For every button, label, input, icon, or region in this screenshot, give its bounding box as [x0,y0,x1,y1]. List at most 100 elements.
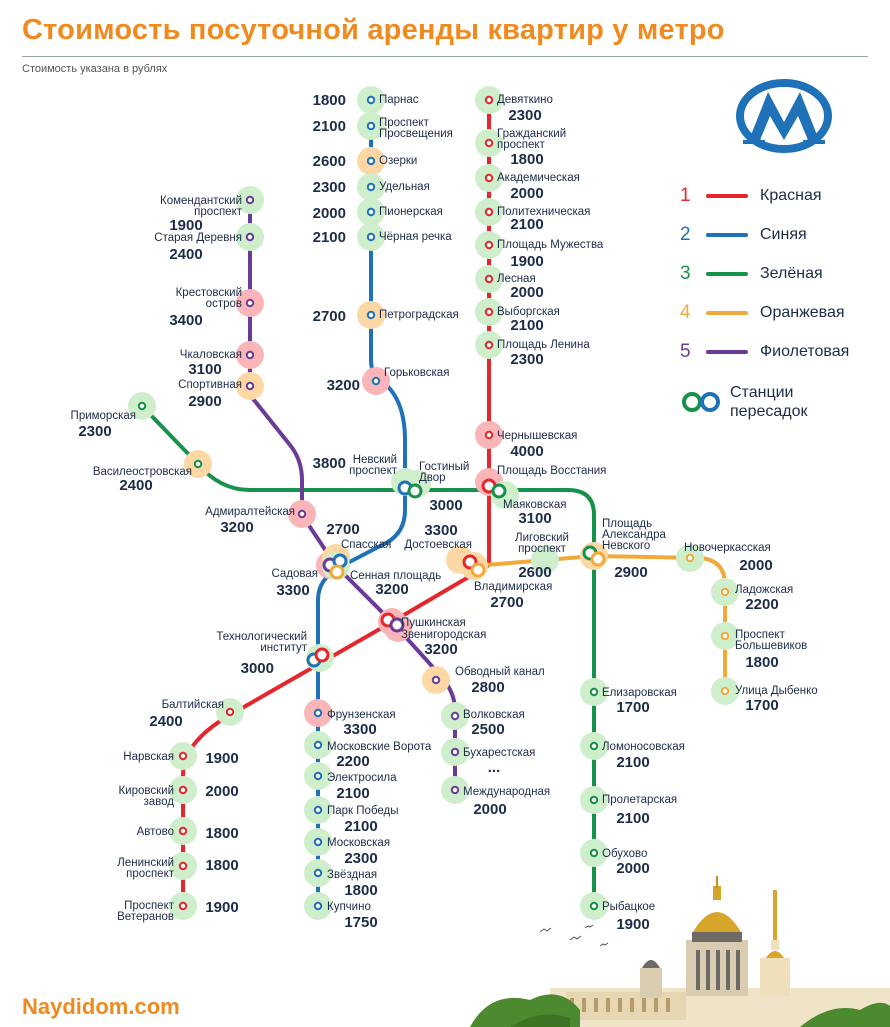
station-marker [366,156,376,166]
station-label: Старая Деревня [154,232,242,244]
station-label: Звёздная [327,869,377,881]
station-label: Лесная [497,273,536,285]
metro-logo-icon [736,79,832,153]
station-label: Елизаровская [602,687,677,699]
station-marker [178,861,188,871]
line-5-purple [248,198,457,792]
station-price: 2900 [614,564,647,581]
legend-line-number: 3 [680,262,691,284]
station-price: 2300 [344,850,377,867]
station-price: 2000 [739,557,772,574]
station-price: 2100 [510,317,543,334]
station-marker [366,310,376,320]
legend-line-name: Оранжевая [760,303,845,321]
legend-line-swatch [706,193,748,198]
station-marker [371,376,381,386]
station-marker [484,173,494,183]
station-marker [193,459,203,469]
station-label: Московские Ворота [327,741,432,753]
transfer-sennaya-icon [322,553,348,580]
station-marker [313,868,323,878]
station-price: 2300 [510,351,543,368]
title-divider [22,56,868,57]
transfer-pushkinskaya-icon [380,612,405,633]
station-price: 1800 [344,882,377,899]
station-label: Девяткино [497,94,553,106]
station-marker [589,901,599,911]
legend-line-swatch [706,349,748,354]
station-price: 2800 [471,679,504,696]
station-label: Новочеркасская [684,542,771,554]
station-price: 3200 [424,641,457,658]
legend-item-line-3: 3 Зелёная [680,254,870,293]
station-price: 2400 [169,246,202,263]
station-label: Пионерская [379,206,443,218]
transfer-stations [306,478,606,668]
station-price: 1800 [510,151,543,168]
station-label: Садовая [271,568,318,580]
legend-item-line-4: 4 Оранжевая [680,293,870,332]
station-price: 1800 [313,92,346,109]
transfer-station-icon [682,392,720,412]
station-label: Парк Победы [327,805,399,817]
station-label: Площадь Восстания [497,465,606,477]
station-price: 2400 [119,477,152,494]
legend-item-line-2: 2 Синяя [680,215,870,254]
station-marker [589,687,599,697]
station-price: 2100 [616,810,649,827]
station-label: Фрунзенская [327,709,396,721]
legend-line-name: Красная [760,186,822,204]
station-marker [685,553,695,563]
station-marker [484,95,494,105]
station-price: 3300 [343,721,376,738]
station-label: Адмиралтейская [205,506,295,518]
station-price: 2000 [205,783,238,800]
station-price: 2300 [508,107,541,124]
station-price: 1900 [616,916,649,933]
station-label: Выборгская [497,306,560,318]
station-marker [484,307,494,317]
station-label: Площадь Мужества [497,239,604,251]
station-label: Бухарестская [463,747,535,759]
station-label: Балтийская [162,699,224,711]
station-marker [589,741,599,751]
station-price: 3200 [220,519,253,536]
station-marker [245,350,255,360]
legend-line-number: 4 [680,301,691,323]
price-halo [531,546,559,574]
legend-line-number: 1 [680,184,691,206]
city-skyline-illustration [470,876,890,1027]
transfer-tekhnologichesky-icon [306,647,330,668]
station-price: 1900 [205,899,238,916]
station-marker [245,232,255,242]
station-price: 2200 [745,596,778,613]
legend-line-name: Синяя [760,225,807,243]
station-price: 3100 [188,361,221,378]
line-legend: 1 Красная 2 Синяя 3 Зелёная 4 Оранжевая … [680,176,870,421]
station-label: Василеостровская [93,466,192,478]
page-title: Стоимость посуточной аренды квартир у ме… [22,14,725,46]
station-marker [178,826,188,836]
station-marker [366,182,376,192]
legend-line-name: Зелёная [760,264,823,282]
station-price: 2100 [344,818,377,835]
station-price: 1750 [344,914,377,931]
station-label: Международная [463,786,550,798]
station-price: ... [488,759,501,776]
station-label: Достоевская [404,539,472,551]
station-marker [366,207,376,217]
page-subtitle: Стоимость указана в рублях [22,63,168,75]
station-label: Маяковская [503,499,567,511]
station-price: 1800 [745,654,778,671]
station-marker [450,785,460,795]
station-label: Звенигородская [401,629,486,641]
station-price: 2400 [149,713,182,730]
station-marker [450,711,460,721]
